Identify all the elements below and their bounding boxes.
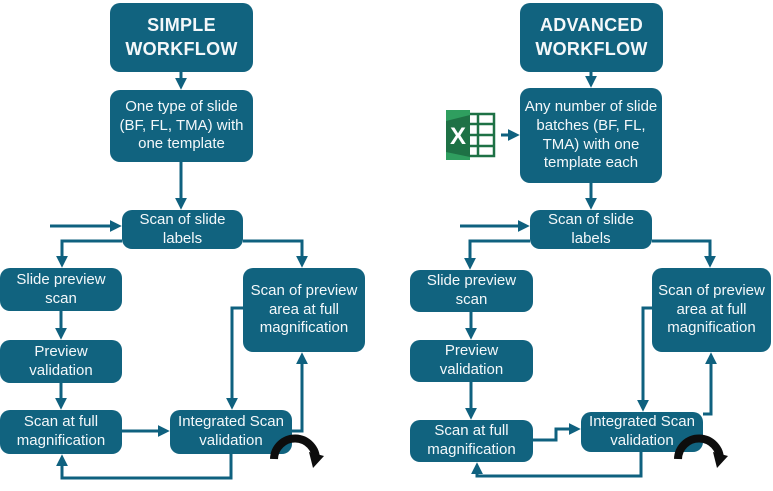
arrow-advanced-labels-to-slide-preview [464,239,530,270]
advanced-preview-validation-node: Preview validation [410,340,533,382]
simple-scan-full-mag-node: Scan at full magnification [0,410,122,454]
excel-x-letter: X [450,123,466,150]
advanced-scan-preview-area-node: Scan of preview area at full magnificati… [652,268,771,352]
arrow-simple-labels-to-slide-preview [56,239,122,268]
advanced-input-node: Any number of slide batches (BF, FL, TMA… [520,88,662,183]
advanced-integrated-validation-node: Integrated Scan validation [581,412,703,452]
simple-input-node: One type of slide (BF, FL, TMA) with one… [110,90,253,162]
simple-slide-preview-node: Slide preview scan [0,268,122,311]
advanced-scan-labels-node: Scan of slide labels [530,210,652,249]
arrow-advanced-full-mag-to-integrated [533,423,581,442]
advanced-workflow-title: ADVANCED WORKFLOW [520,3,663,72]
simple-workflow-title: SIMPLE WORKFLOW [110,3,253,72]
arrow-simple-integrated-to-scan-preview-area [292,352,308,433]
advanced-scan-full-mag-node: Scan at full magnification [410,420,533,462]
arrow-advanced-labels-to-scan-preview-area [652,239,716,268]
arrow-advanced-integrated-to-scan-preview-area [703,352,717,416]
advanced-slide-preview-node: Slide preview scan [410,270,533,312]
simple-preview-validation-node: Preview validation [0,340,122,383]
arrow-simple-scan-preview-area-to-integrated [226,306,243,410]
arrow-simple-labels-to-scan-preview-area [243,239,308,268]
simple-integrated-validation-node: Integrated Scan validation [170,410,292,454]
simple-scan-labels-node: Scan of slide labels [122,210,243,249]
excel-icon: X [446,110,496,160]
arrow-simple-integrated-loop-to-full-mag [56,454,233,480]
simple-scan-preview-area-node: Scan of preview area at full magnificati… [243,268,365,352]
arrow-advanced-scan-preview-area-to-integrated [637,306,652,412]
